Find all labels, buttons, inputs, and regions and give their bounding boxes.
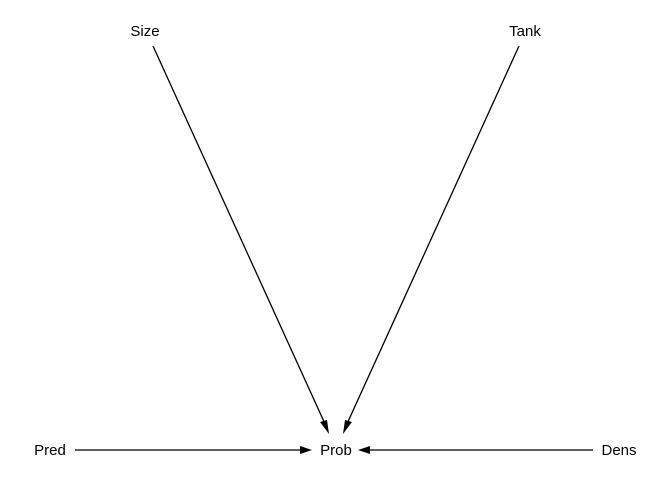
arrowhead-icon <box>300 446 312 454</box>
arrowhead-icon <box>358 446 370 454</box>
node-tank: Tank <box>509 23 541 40</box>
node-pred: Pred <box>34 442 66 459</box>
edge-tank-to-prob <box>343 45 520 434</box>
edge-dens-to-prob <box>358 446 593 454</box>
node-dens: Dens <box>601 442 636 459</box>
node-prob: Prob <box>320 442 352 459</box>
edge-size-to-prob <box>152 45 329 434</box>
arrowhead-icon <box>343 420 352 434</box>
edge-pred-to-prob <box>75 446 312 454</box>
arrowhead-icon <box>320 420 329 434</box>
node-size: Size <box>130 23 159 40</box>
